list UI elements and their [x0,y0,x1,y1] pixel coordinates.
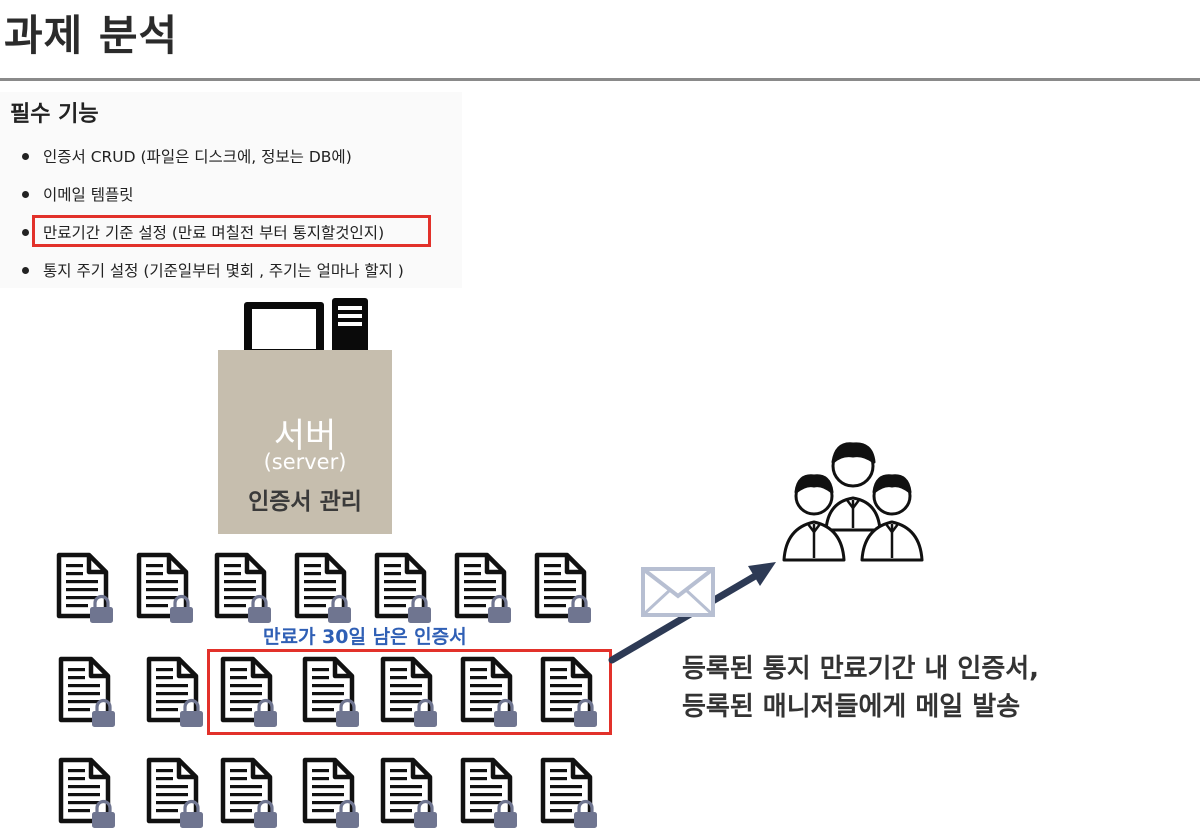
requirement-item-email-template: 이메일 템플릿 [0,176,404,214]
certificate-document-icon [540,757,600,829]
notification-description: 등록된 통지 만료기간 내 인증서, 등록된 매니저들에게 메일 발송 [682,650,1039,726]
managers-group-icon [782,442,924,562]
certificate-document-icon [146,656,206,728]
certificate-document-icon [58,656,118,728]
requirements-heading: 필수 기능 [10,102,99,127]
certificate-document-icon [136,552,196,624]
notification-line-1: 등록된 통지 만료기간 내 인증서, [682,654,1040,684]
server-name-english: (server) [263,450,347,474]
expiring-certificates-label: 만료가 30일 남은 인증서 [263,626,467,648]
bullet-icon [22,153,29,160]
certificate-document-icon [220,656,280,728]
requirement-text: 통지 주기 설정 (기준일부터 몇회 , 주기는 얼마나 할지 ) [43,262,404,280]
certificate-document-icon [220,757,280,829]
page-title: 과제 분석 [4,11,179,60]
requirement-text: 이메일 템플릿 [43,186,134,204]
certificate-document-icon [302,757,362,829]
certificate-document-icon [302,656,362,728]
server-box: 서버 (server) 인증서 관리 [218,350,392,534]
certificate-document-icon [380,656,440,728]
envelope-icon [641,567,715,617]
expiring-certificates-highlight [207,649,612,735]
requirement-item-expiry-setting: 만료기간 기준 설정 (만료 며칠전 부터 통지할것인지) [0,214,431,252]
certificate-document-icon [56,552,116,624]
requirement-text: 인증서 CRUD (파일은 디스크에, 정보는 DB에) [43,148,352,166]
certificate-document-icon [534,552,594,624]
requirements-list: 인증서 CRUD (파일은 디스크에, 정보는 DB에) 이메일 템플릿 만료기… [0,138,431,290]
certificate-document-icon [294,552,354,624]
title-divider [0,78,1200,81]
certificate-document-icon [540,656,600,728]
server-name: 서버 [273,416,337,456]
bullet-icon [22,191,29,198]
requirement-item-crud: 인증서 CRUD (파일은 디스크에, 정보는 DB에) [0,138,404,176]
certificate-document-icon [460,757,520,829]
requirement-item-notify-cycle: 통지 주기 설정 (기준일부터 몇회 , 주기는 얼마나 할지 ) [0,252,404,290]
bullet-icon [22,229,29,236]
certificate-document-icon [146,757,206,829]
certificate-document-icon [374,552,434,624]
server-role: 인증서 관리 [248,489,362,515]
certificate-document-icon [380,757,440,829]
requirements-panel: 필수 기능 인증서 CRUD (파일은 디스크에, 정보는 DB에) 이메일 템… [0,92,462,288]
notification-line-2: 등록된 매니저들에게 메일 발송 [682,692,1021,722]
certificate-document-icon [58,757,118,829]
bullet-icon [22,267,29,274]
certificate-document-icon [214,552,274,624]
certificate-document-icon [454,552,514,624]
certificate-document-icon [460,656,520,728]
